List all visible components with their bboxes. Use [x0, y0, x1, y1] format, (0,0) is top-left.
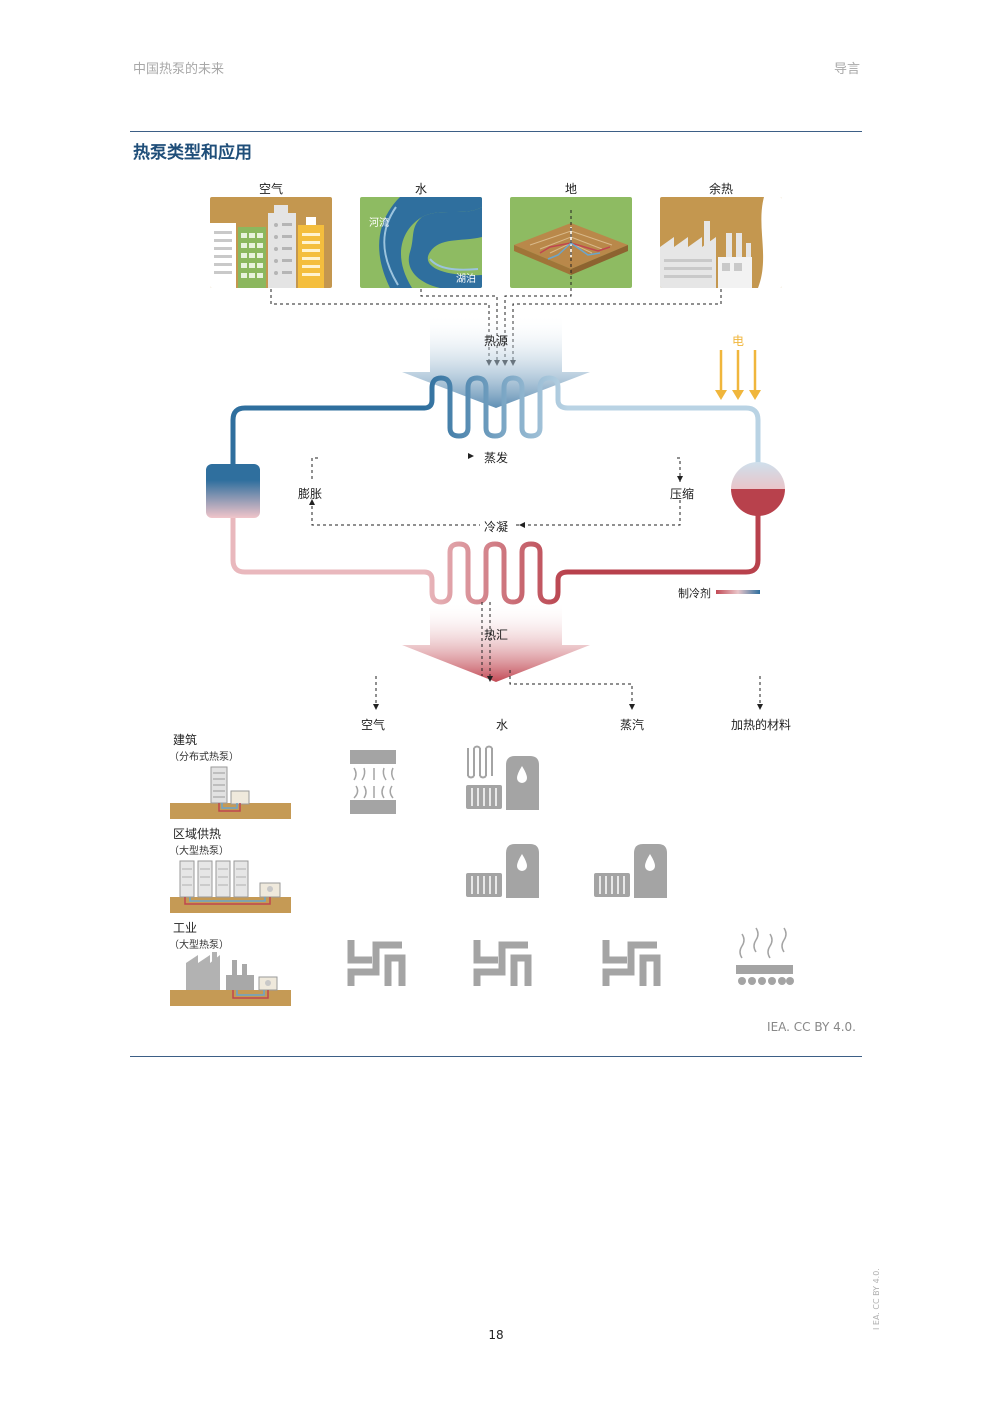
sector-industry-sub: （大型热泵）	[169, 940, 229, 951]
sector-district-sub: （大型热泵）	[169, 846, 229, 857]
radiator-and-tank-icon	[466, 745, 539, 810]
source-label-water: 水	[414, 182, 428, 196]
header-chapter: 导言	[833, 62, 860, 77]
lake-tag: 湖泊	[456, 274, 476, 285]
evaporation-label: 蒸发	[483, 451, 509, 465]
output-label-water: 水	[495, 718, 509, 732]
sector-buildings-label: 建筑	[173, 733, 198, 747]
refrigerant-label: 制冷剂	[678, 587, 711, 600]
condensation-label: 冷凝	[483, 520, 509, 534]
top-divider	[130, 131, 862, 132]
bottom-divider	[130, 1056, 862, 1057]
waste-heat-source-tile	[660, 197, 782, 288]
industrial-pipe-steam-icon	[602, 940, 661, 986]
refrigerant-legend-bar	[716, 590, 760, 594]
figure-credit: IEA. CC BY 4.0.	[767, 1020, 856, 1034]
sector-district-label: 区域供热	[173, 827, 222, 841]
water-source-tile: 河流 湖泊	[360, 197, 482, 288]
compressor	[731, 462, 785, 516]
condenser-coil	[423, 541, 569, 605]
section-title: 热泵类型和应用	[133, 143, 252, 163]
source-label-ground: 地	[564, 182, 578, 196]
compression-label: 压缩	[669, 487, 695, 501]
source-label-waste-heat: 余热	[708, 182, 734, 196]
sector-industry-illustration	[170, 952, 291, 1006]
industrial-pipe-water-icon	[473, 940, 532, 986]
district-water-tank-icon	[466, 844, 539, 898]
sector-buildings-sub: （分布式热泵）	[169, 752, 239, 763]
sector-buildings-illustration	[170, 766, 291, 819]
output-label-heated-materials: 加热的材料	[730, 718, 792, 732]
sector-district-illustration	[170, 860, 291, 913]
district-steam-tank-icon	[594, 844, 667, 898]
heat-sink-label: 热汇	[483, 628, 509, 642]
electricity-label: 电	[731, 334, 745, 348]
factory-icon	[660, 197, 782, 288]
heat-sink-arrow	[402, 602, 590, 682]
heated-materials-conveyor-icon	[736, 927, 794, 985]
expansion-valve	[206, 464, 260, 518]
air-source-tile	[210, 197, 332, 288]
industrial-pipe-air-icon	[347, 940, 406, 986]
evaporator-coil	[423, 375, 569, 439]
source-label-air: 空气	[258, 182, 284, 196]
river-tag: 河流	[369, 218, 389, 229]
city-buildings-icon	[210, 205, 324, 288]
heat-source-label: 热源	[483, 334, 509, 348]
expansion-label: 膨胀	[297, 487, 323, 501]
air-conditioner-icon	[350, 750, 396, 814]
output-label-air: 空气	[360, 718, 386, 732]
output-label-steam: 蒸汽	[619, 718, 645, 732]
header-report-title: 中国热泵的未来	[133, 62, 225, 77]
sector-industry-label: 工业	[173, 921, 198, 935]
river-lake-icon	[379, 197, 482, 288]
side-credit: I EA. CC BY 4.0.	[872, 1268, 881, 1330]
page-number: 18	[488, 1328, 504, 1342]
